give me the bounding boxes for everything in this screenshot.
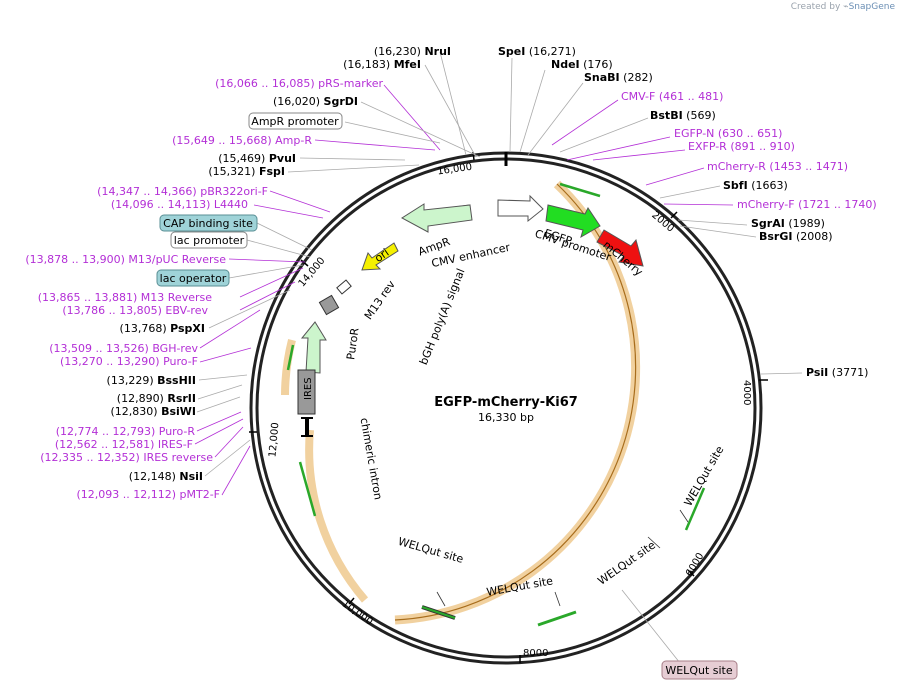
scale-ticks [249,151,768,663]
label-welqut-site-bottom: WELQut site [665,664,732,677]
label-cmv-f: CMV-F (461 .. 481) [621,90,723,103]
tick-label-4000: 4000 [741,380,752,405]
snapgene-credit: Created by ⌁SnapGene [791,2,895,12]
plasmid-name: EGFP-mCherry-Ki67 [434,395,578,410]
label-bsshii: (13,229) BssHII [107,374,196,387]
feature-label-welqut-1: WELQut site [397,535,465,566]
ampr-arrow [401,203,473,233]
label-sgrdi: (16,020) SgrDI [273,95,358,108]
feature-label-chimeric-intron: chimeric intron [358,417,385,501]
label-m13-reverse: (13,865 .. 13,881) M13 Reverse [38,291,212,304]
welqut-arrow-2 [537,610,577,627]
label-l4440: (14,096 .. 14,113) L4440 [111,198,248,211]
label-pvui: (15,469) PvuI [218,152,296,165]
welqut-arrow-1-fill [421,606,456,619]
orf-band-left [305,429,369,603]
feature-label-puror: PuroR [344,327,361,361]
cmv-promoter-arrow [497,194,544,223]
chimeric-intron-bar [305,418,309,436]
label-puro-r: (12,774 .. 12,793) Puro-R [56,425,196,438]
ori-arrow [361,242,399,271]
label-nsii: (12,148) NsiI [129,470,203,483]
label-pbr322ori-f: (14,347 .. 14,366) pBR322ori-F [97,185,268,198]
box-welqut-site-bottom [661,660,738,680]
label-egfp-n: EGFP-N (630 .. 651) [674,127,782,140]
label-pmt2-f: (12,093 .. 12,112) pMT2-F [76,488,220,501]
feature-label-welqut-3: WELQut site [595,538,658,587]
orf-band-small [281,339,296,396]
label-bgh-rev: (13,509 .. 13,526) BGH-rev [49,342,198,355]
label-mcherry-f: mCherry-F (1721 .. 1740) [737,198,877,211]
label-bstbi: BstBI (569) [650,109,716,122]
label-sgrai: SgrAI (1989) [751,217,825,230]
label-nrui: (16,230) NruI [374,45,451,58]
label-psii: PsiI (3771) [806,366,868,379]
snapgene-logo-icon: ⌁ [843,2,849,12]
tick-label-16000: 16,000 [437,162,473,178]
label-lac-promoter: lac promoter [174,234,245,247]
label-exfp-r: EXFP-R (891 .. 910) [688,140,795,153]
label-ampr-promoter: AmpR promoter [251,115,339,128]
puror-arrow [300,321,327,374]
label-rsrii: (12,890) RsrII [117,392,196,405]
label-pspxi: (13,768) PspXI [120,322,205,335]
label-spei: SpeI (16,271) [498,45,576,58]
label-ebv-rev: (13,786 .. 13,805) EBV-rev [62,304,208,317]
label-sbfi: SbfI (1663) [723,179,788,192]
feature-label-welqut-4: WELQut site [682,444,727,509]
ires-box [297,369,316,415]
egfp-arrow [545,204,601,239]
label-fspi: (15,321) FspI [208,165,285,178]
bgh-polya-box [318,294,340,316]
label-mcherry-r: mCherry-R (1453 .. 1471) [707,160,848,173]
orf-band-right-line [394,183,637,621]
tick-label-8000: 8000 [523,648,548,659]
mcherry-arrow [596,229,644,267]
orf-direction-arrows [286,182,706,531]
label-snabi: SnaBI (282) [584,71,653,84]
label-ires-f: (12,562 .. 12,581) IRES-F [55,438,193,451]
label-ndei: NdeI (176) [551,58,613,71]
plasmid-size: 16,330 bp [478,411,534,424]
callout-lines-right [509,57,803,664]
label-amp-r: (15,649 .. 15,668) Amp-R [172,134,312,147]
label-puro-f: (13,270 .. 13,290) Puro-F [60,355,198,368]
label-ires-reverse: (12,335 .. 12,352) IRES reverse [40,451,213,464]
label-cap-binding-site: CAP binding site [163,217,253,230]
credit-brand: SnapGene [848,2,895,12]
label-m13-puc-reverse: (13,878 .. 13,900) M13/pUC Reverse [25,253,226,266]
callout-lines-left [194,51,481,496]
feature-label-bgh-polya: bGH poly(A) signal [417,267,468,367]
tick-label-12000: 12,000 [267,422,281,458]
feature-label-m13-rev: M13 rev [362,278,398,322]
feature-label-ires: IRES [303,377,314,400]
box-lac-operator [156,269,230,287]
feature-arrows [297,194,644,627]
label-bsrgi: BsrGI (2008) [759,230,833,243]
credit-prefix: Created by [790,2,841,12]
label-lac-operator: lac operator [160,272,227,285]
m13-rev-box [336,279,352,295]
box-ampr-promoter [248,112,343,130]
label-mfei: (16,183) MfeI [343,58,421,71]
box-lac-promoter [170,231,248,249]
label-prs-marker: (16,066 .. 16,085) pRS-marker [215,77,383,90]
label-bsiwi: (12,830) BsiWI [110,405,196,418]
tick-label-6000: 6000 [684,551,706,579]
tick-label-10000: 10,000 [340,599,375,628]
box-cap-binding-site [159,214,258,232]
